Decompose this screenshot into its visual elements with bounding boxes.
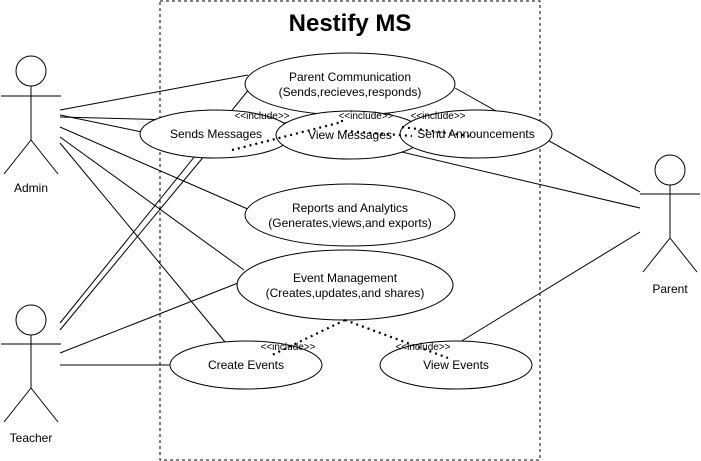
assoc-teacher-event-management (59, 282, 239, 354)
use-case-label: Sends Messages (170, 127, 262, 141)
stick-figure-icon (640, 154, 700, 273)
include-label-view-messages: <<include>> (338, 111, 393, 122)
use-case-reports-analytics[interactable]: Reports and Analytics (Generates,views,a… (244, 183, 456, 247)
include-label-create-events: <<include>> (260, 342, 315, 353)
include-line-view-messages (344, 129, 413, 138)
actor-label: Teacher (10, 431, 53, 445)
stick-figure-icon (1, 304, 61, 423)
assoc-teacher-sends-messages (59, 154, 206, 331)
assoc-admin-create-events (59, 142, 226, 343)
use-case-event-management[interactable]: Event Management (Creates,updates,and sh… (236, 249, 454, 321)
use-case-create-events[interactable]: Create Events (169, 340, 323, 390)
assoc-admin-parent-communication (59, 74, 249, 111)
use-case-label: View Messages (308, 128, 392, 142)
use-case-sublabel: (Generates,views,and exports) (268, 216, 431, 230)
use-case-label: Create Events (208, 358, 284, 372)
include-line-view-events (344, 318, 449, 360)
use-case-sends-messages[interactable]: Sends Messages (139, 109, 293, 159)
assoc-admin-reports-analytics (59, 126, 251, 211)
use-case-parent-communication[interactable]: Parent Communication (Sends,recieves,res… (244, 52, 456, 116)
use-case-sublabel: (Creates,updates,and shares) (266, 286, 425, 300)
assoc-parent-view-events (459, 231, 641, 343)
use-case-label: Send Announcements (417, 127, 534, 141)
include-relations: <<include>> <<include>> <<include>> <<in… (231, 111, 471, 360)
use-case-sublabel: (Sends,recieves,responds) (279, 85, 422, 99)
actor-teacher[interactable]: Teacher (1, 304, 61, 445)
system-boundary (159, 0, 541, 461)
actor-label: Parent (652, 282, 688, 296)
stick-figure-icon (1, 55, 61, 175)
system-title: Nestify MS (289, 10, 412, 37)
use-case-label: Parent Communication (289, 70, 411, 84)
use-case-view-messages[interactable]: View Messages (275, 110, 425, 160)
use-case-label: View Events (423, 358, 489, 372)
use-case-label: Event Management (293, 271, 398, 285)
include-line-create-events (269, 319, 346, 357)
actor-parent[interactable]: Parent (640, 154, 700, 296)
use-case-label: Reports and Analytics (292, 201, 408, 215)
include-label-send-announcements: <<include>> (410, 111, 465, 122)
include-label-sends-messages: <<include>> (234, 111, 289, 122)
actor-label: Admin (14, 181, 48, 195)
include-label-view-events: <<include>> (395, 342, 450, 353)
actor-admin[interactable]: Admin (1, 55, 61, 195)
assoc-admin-event-management (59, 136, 245, 271)
assoc-parent-view-messages (371, 144, 641, 209)
use-case-view-events[interactable]: View Events (379, 340, 533, 390)
include-line-sends-messages (231, 120, 343, 152)
use-case-send-announcements[interactable]: Send Announcements (399, 109, 553, 159)
